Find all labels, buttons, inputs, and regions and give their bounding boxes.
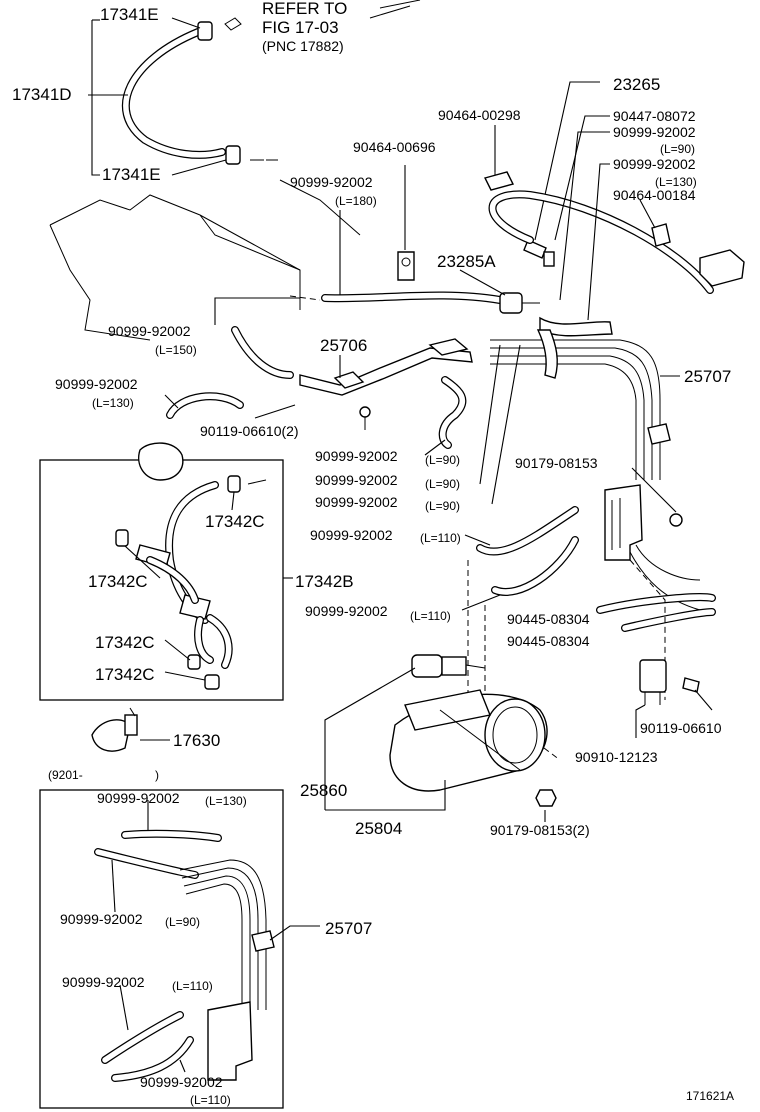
label-L180: (L=180) bbox=[335, 194, 377, 208]
label-90999-92002-j: 90999-92002 bbox=[305, 603, 388, 619]
hose-upper-right bbox=[488, 190, 714, 294]
label-17342C-d: 17342C bbox=[95, 665, 155, 684]
label-17342B: 17342B bbox=[295, 572, 354, 591]
label-25804: 25804 bbox=[355, 819, 402, 838]
label-17342C-b: 17342C bbox=[88, 572, 148, 591]
connector-25860 bbox=[411, 654, 486, 678]
group-box-17342B bbox=[39, 459, 284, 701]
label-90447-08072: 90447-08072 bbox=[613, 108, 696, 124]
label-9201-close: ) bbox=[155, 768, 159, 782]
label-L130-b: (L=130) bbox=[92, 396, 134, 410]
label-L90-h: (L=90) bbox=[425, 499, 460, 513]
hose-L150 bbox=[231, 326, 294, 379]
label-90445-08304-a: 90445-08304 bbox=[507, 611, 590, 627]
label-17630: 17630 bbox=[173, 731, 220, 750]
label-L90-f: (L=90) bbox=[425, 453, 460, 467]
valve-group-17342B bbox=[135, 442, 233, 669]
bracket-25706 bbox=[299, 338, 473, 396]
label-90999-92002-m: 90999-92002 bbox=[62, 974, 145, 990]
refer-note-line2: FIG 17-03 bbox=[262, 18, 339, 37]
label-90119-06610: 90119-06610 bbox=[640, 720, 722, 736]
hoses-90445-08304 bbox=[596, 593, 716, 632]
label-90910-12123: 90910-12123 bbox=[575, 749, 658, 765]
refer-note: REFER TO FIG 17-03 (PNC 17882) bbox=[262, 0, 347, 54]
hose-L110-upper bbox=[476, 506, 579, 556]
sensor-23265 bbox=[523, 239, 555, 267]
label-90999-92002-i: 90999-92002 bbox=[310, 527, 393, 543]
label-90999-92002-f: 90999-92002 bbox=[315, 448, 398, 464]
bolt-90119-06610-2 bbox=[359, 406, 371, 430]
box-right bbox=[699, 249, 745, 287]
nut-90179-08153-2 bbox=[535, 789, 557, 807]
label-90999-92002-n: 90999-92002 bbox=[140, 1074, 223, 1090]
label-90464-00696: 90464-00696 bbox=[353, 139, 436, 155]
engine-outline bbox=[49, 0, 421, 341]
label-90999-92002-d: 90999-92002 bbox=[108, 323, 191, 339]
clip-90464-00184 bbox=[651, 223, 671, 247]
label-L110-i: (L=110) bbox=[420, 531, 461, 545]
clamps-17342C bbox=[115, 475, 267, 690]
group-box-9201 bbox=[39, 789, 284, 1109]
label-9201: (9201- bbox=[48, 768, 83, 782]
hose-L130-left bbox=[166, 392, 244, 419]
label-17341D: 17341D bbox=[12, 85, 72, 104]
clip-90464-00696 bbox=[397, 251, 415, 281]
label-90445-08304-b: 90445-08304 bbox=[507, 633, 590, 649]
sensor-17630 bbox=[91, 707, 138, 752]
clamp-17341E-bottom bbox=[225, 145, 278, 165]
label-90999-92002-g: 90999-92002 bbox=[315, 472, 398, 488]
label-90119-06610-2: 90119-06610(2) bbox=[200, 423, 299, 439]
label-L110-j: (L=110) bbox=[410, 609, 451, 623]
figure-id: 171621A bbox=[686, 1089, 734, 1103]
hose-L90-cluster bbox=[438, 376, 467, 449]
canister-25804 bbox=[389, 689, 548, 792]
label-L150: (L=150) bbox=[155, 343, 197, 357]
label-90999-92002-h: 90999-92002 bbox=[315, 494, 398, 510]
label-90999-92002-k: 90999-92002 bbox=[97, 790, 180, 806]
hose-17341D bbox=[122, 28, 226, 159]
hose-L110-lower bbox=[491, 536, 579, 596]
label-L90-a: (L=90) bbox=[660, 142, 695, 156]
pipe-assembly-25707 bbox=[490, 316, 701, 611]
clip-90464-00298 bbox=[483, 165, 515, 191]
clamp-17341E-top bbox=[197, 17, 242, 41]
label-90999-92002-b: 90999-92002 bbox=[613, 156, 696, 172]
pipe-assembly-25707-lower bbox=[94, 829, 275, 1082]
label-L110-m: (L=110) bbox=[172, 979, 213, 993]
vsv-23285A bbox=[499, 292, 540, 314]
hose-L180 bbox=[321, 291, 504, 304]
label-90999-92002-c: 90999-92002 bbox=[290, 174, 373, 190]
label-90179-08153-2: 90179-08153(2) bbox=[490, 822, 590, 838]
label-90464-00298: 90464-00298 bbox=[438, 107, 521, 123]
label-25706: 25706 bbox=[320, 336, 367, 355]
bolt-90119-06610 bbox=[682, 677, 700, 693]
label-17341E-top: 17341E bbox=[100, 5, 159, 24]
nut-90179-08153 bbox=[669, 513, 683, 527]
vsv-90910-12123 bbox=[639, 659, 667, 705]
label-23265: 23265 bbox=[613, 75, 660, 94]
refer-note-line1: REFER TO bbox=[262, 0, 347, 18]
refer-note-line3: (PNC 17882) bbox=[262, 38, 344, 54]
label-25707-bottom: 25707 bbox=[325, 919, 372, 938]
label-17341E-bottom: 17341E bbox=[102, 165, 161, 184]
label-90179-08153: 90179-08153 bbox=[515, 455, 598, 471]
label-23285A: 23285A bbox=[437, 252, 496, 271]
label-25707-top: 25707 bbox=[684, 367, 731, 386]
label-L110-n: (L=110) bbox=[190, 1093, 231, 1107]
label-L130-a: (L=130) bbox=[655, 175, 697, 189]
label-90999-92002-a: 90999-92002 bbox=[613, 124, 696, 140]
label-L90-l: (L=90) bbox=[165, 915, 200, 929]
label-90999-92002-e: 90999-92002 bbox=[55, 376, 138, 392]
label-90999-92002-l: 90999-92002 bbox=[60, 911, 143, 927]
label-25860: 25860 bbox=[300, 781, 347, 800]
label-17342C-c: 17342C bbox=[95, 633, 155, 652]
label-L90-g: (L=90) bbox=[425, 477, 460, 491]
label-L130-k: (L=130) bbox=[205, 794, 247, 808]
label-17342C-a: 17342C bbox=[205, 512, 265, 531]
label-90464-00184: 90464-00184 bbox=[613, 187, 696, 203]
